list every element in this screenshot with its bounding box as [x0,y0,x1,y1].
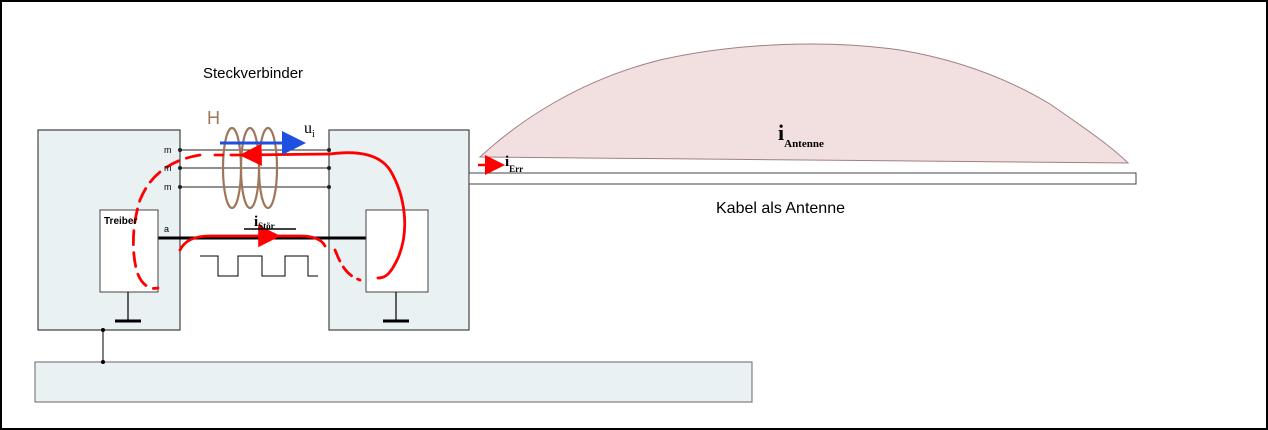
receiver-box [365,209,429,293]
voltage-label: ui [304,120,315,140]
interference-current-path [131,143,407,290]
i-err-label: iErr [505,154,523,174]
magnetic-coil [221,126,279,210]
driver-label: Treiber [104,216,137,227]
pin-label-a: a [164,224,169,234]
driver-box [99,209,159,293]
i-antenne-label: iAntenne [778,120,824,150]
h-field-label: H [207,108,220,128]
cable [468,172,1137,185]
title-label: Steckverbinder [203,65,303,82]
cable-label: Kabel als Antenne [716,200,845,217]
antenna-lobe [478,43,1130,164]
pin-label-m3: m [164,182,172,192]
ground-plane [34,361,753,403]
pin-label-m2: m [164,163,172,173]
i-stoer-label: iStör [254,214,275,231]
pin-label-m1: m [164,145,172,155]
square-wave [200,255,318,277]
